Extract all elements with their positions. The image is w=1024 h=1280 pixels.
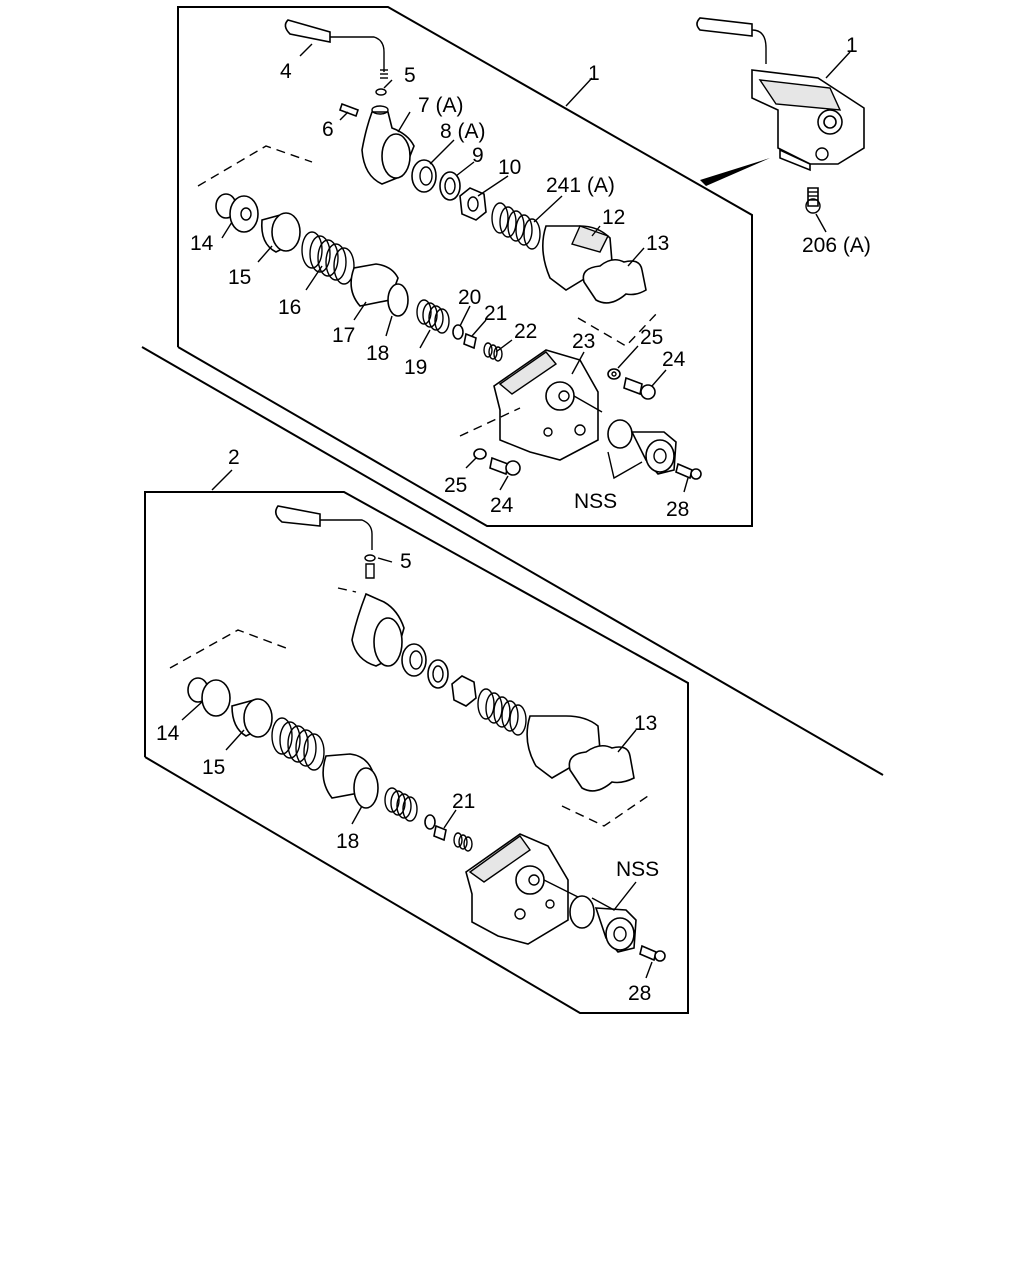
lower-spring-c (384, 787, 418, 822)
upper-label-20: 20 (458, 286, 481, 309)
upper-label-12: 12 (602, 206, 625, 229)
upper-label-8a: 8 (A) (440, 120, 486, 143)
upper-label-4: 4 (280, 60, 292, 83)
lower-label-18: 18 (336, 830, 359, 853)
spring-22 (483, 342, 503, 362)
upper-label-17: 17 (332, 324, 355, 347)
overview-label-206a: 206 (A) (802, 234, 871, 257)
upper-label-25-right: 25 (640, 326, 663, 349)
upper-label-16: 16 (278, 296, 301, 319)
upper-label-23: 23 (572, 330, 595, 353)
upper-label-14: 14 (190, 232, 214, 255)
upper-label-21: 21 (484, 302, 507, 325)
lower-label-15: 15 (202, 756, 225, 779)
lower-parts (169, 505, 666, 962)
upper-label-24-lower: 24 (490, 494, 514, 517)
upper-part-labels: 4 5 6 7 (A) 8 (A) 9 10 241 (A) 12 13 14 … (190, 60, 689, 521)
upper-label-28: 28 (666, 498, 689, 521)
upper-label-25-lower: 25 (444, 474, 467, 497)
lower-label-28: 28 (628, 982, 651, 1005)
overview-label-1: 1 (846, 34, 858, 57)
assembly-ref-upper: 1 (588, 62, 600, 85)
upper-label-5: 5 (404, 64, 416, 87)
overview-assembly (696, 17, 865, 214)
upper-label-nss: NSS (574, 490, 617, 513)
upper-label-19: 19 (404, 356, 427, 379)
lower-label-nss: NSS (616, 858, 659, 881)
upper-parts (197, 19, 702, 480)
spring-241 (491, 202, 541, 250)
lower-leader-lines (181, 557, 653, 979)
lower-spring-a (477, 688, 527, 736)
upper-label-241a: 241 (A) (546, 174, 615, 197)
upper-label-24-right: 24 (662, 348, 686, 371)
lower-label-14: 14 (156, 722, 180, 745)
lower-assembly-frame (144, 491, 689, 1014)
spring-16 (301, 231, 355, 285)
upper-leader-lines (211, 43, 851, 493)
assembly-ref-lower: 2 (228, 446, 240, 469)
lower-label-13: 13 (634, 712, 657, 735)
lower-spring-b (271, 717, 325, 771)
lower-spring-d (453, 832, 473, 852)
upper-label-22: 22 (514, 320, 537, 343)
upper-label-6: 6 (322, 118, 334, 141)
overview-labels: 1 206 (A) (802, 34, 871, 257)
upper-label-13: 13 (646, 232, 669, 255)
lower-part-labels: 5 14 15 13 21 18 NSS 28 (156, 550, 659, 1005)
upper-assembly-frame (177, 6, 753, 527)
lower-label-21: 21 (452, 790, 475, 813)
assembly-ref-labels: 1 2 (228, 62, 600, 469)
lower-label-5: 5 (400, 550, 412, 573)
upper-label-9: 9 (472, 144, 484, 167)
upper-label-18: 18 (366, 342, 389, 365)
spring-19 (416, 299, 450, 334)
upper-label-15: 15 (228, 266, 251, 289)
upper-label-10: 10 (498, 156, 521, 179)
upper-label-7a: 7 (A) (418, 94, 464, 117)
separator-line (141, 346, 884, 776)
